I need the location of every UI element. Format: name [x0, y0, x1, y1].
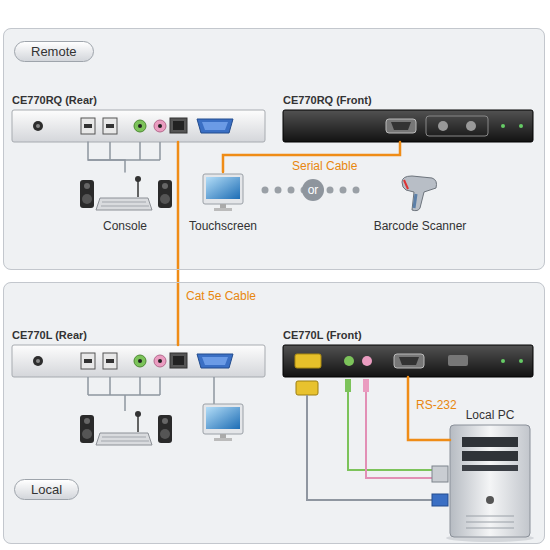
- pc-cables: [296, 381, 318, 395]
- device-heading: CE770L (Rear): [12, 329, 87, 341]
- touchscreen-node: Touchscreen: [185, 172, 261, 234]
- barcode-scanner-icon: [414, 194, 416, 208]
- cable-line: [88, 142, 125, 172]
- device-box: CE770RQ (Rear): [12, 110, 265, 142]
- cable-line: [177, 142, 180, 345]
- scanner-node: Barcode Scanner: [365, 172, 475, 234]
- pc-cables: [345, 379, 351, 392]
- barcode-scanner-icon: [402, 176, 437, 211]
- device-heading: Local PC: [466, 408, 515, 422]
- console-wires: [88, 377, 214, 411]
- remote-front-panel: [426, 116, 488, 136]
- local-front-panel: [448, 355, 468, 366]
- local-front-panel: [344, 356, 354, 366]
- remote-front-panel: [391, 122, 411, 130]
- local-monitor: [203, 404, 243, 441]
- remote-front-panel: [386, 119, 416, 133]
- region-tab: Local: [14, 479, 79, 500]
- barcode-scanner-icon: [402, 176, 437, 211]
- device-box: CE770L (Front): [283, 345, 533, 377]
- local-front-panel: [295, 354, 321, 368]
- region-panel: RemoteCE770RQ (Rear) CE770RQ (Front) Conso…: [3, 28, 545, 270]
- remote-front-panel: [466, 121, 476, 131]
- device-box: CE770L (Rear): [12, 345, 265, 377]
- remote-front-panel: [283, 110, 533, 142]
- local-front-panel: [283, 345, 533, 377]
- remote-front-panel: [519, 124, 523, 128]
- local-pc-icon: [450, 425, 530, 537]
- local-pc-icon: [466, 516, 514, 528]
- local-pc-icon: [462, 465, 518, 471]
- local-console: [80, 411, 172, 445]
- remote-front-panel: [283, 110, 533, 142]
- local-front-panel: [362, 356, 372, 366]
- device-heading: CE770L (Front): [283, 329, 362, 341]
- local-panel-ground: [3, 282, 545, 544]
- device-caption: Console: [103, 219, 147, 233]
- console-wires: [88, 142, 160, 160]
- local-panel-ground: [3, 282, 545, 544]
- local-pc-icon: [462, 437, 518, 447]
- cable-label: Cat 5e Cable: [184, 289, 258, 303]
- pc-cables: [432, 494, 448, 506]
- remote-console: [80, 176, 172, 210]
- remote-front-panel: [438, 121, 448, 131]
- pc-cables: [432, 466, 448, 482]
- pc-cables: [363, 379, 369, 392]
- remote-front-panel: [501, 124, 505, 128]
- device-caption: Touchscreen: [189, 219, 257, 233]
- device-heading: CE770RQ (Rear): [12, 94, 97, 106]
- local-rear-panel: [12, 345, 265, 377]
- local-front-panel: [283, 345, 533, 377]
- local-front-panel: [399, 357, 419, 365]
- cable-line: [223, 142, 400, 172]
- local-pc-icon: [462, 451, 518, 461]
- region-panel: Local CE770L (Rear) CE770L (Front) Local PC: [3, 282, 545, 544]
- device-caption: Barcode Scanner: [374, 219, 467, 233]
- console-wires: [88, 142, 214, 411]
- pc-node: Local PC: [450, 425, 530, 537]
- touchscreen-icon: [203, 174, 243, 211]
- local-pc-icon: [446, 425, 534, 542]
- device-box: CE770RQ (Front): [283, 110, 533, 142]
- cable-label: Serial Cable: [290, 159, 359, 173]
- local-front-panel: [501, 359, 505, 363]
- local-front-panel: [519, 359, 523, 363]
- console-node: Console: [72, 172, 178, 234]
- local-pc-icon: [486, 496, 494, 504]
- or-badge: or: [302, 179, 324, 201]
- device-heading: CE770RQ (Front): [283, 94, 372, 106]
- cable-label: RS-232: [414, 398, 459, 412]
- remote-panel-ground: [3, 28, 545, 270]
- remote-rear-panel: [12, 110, 265, 142]
- barcode-scanner-icon: [404, 180, 408, 189]
- local-front-panel: [394, 354, 424, 368]
- remote-panel-ground: [3, 28, 545, 270]
- region-tab: Remote: [14, 41, 94, 62]
